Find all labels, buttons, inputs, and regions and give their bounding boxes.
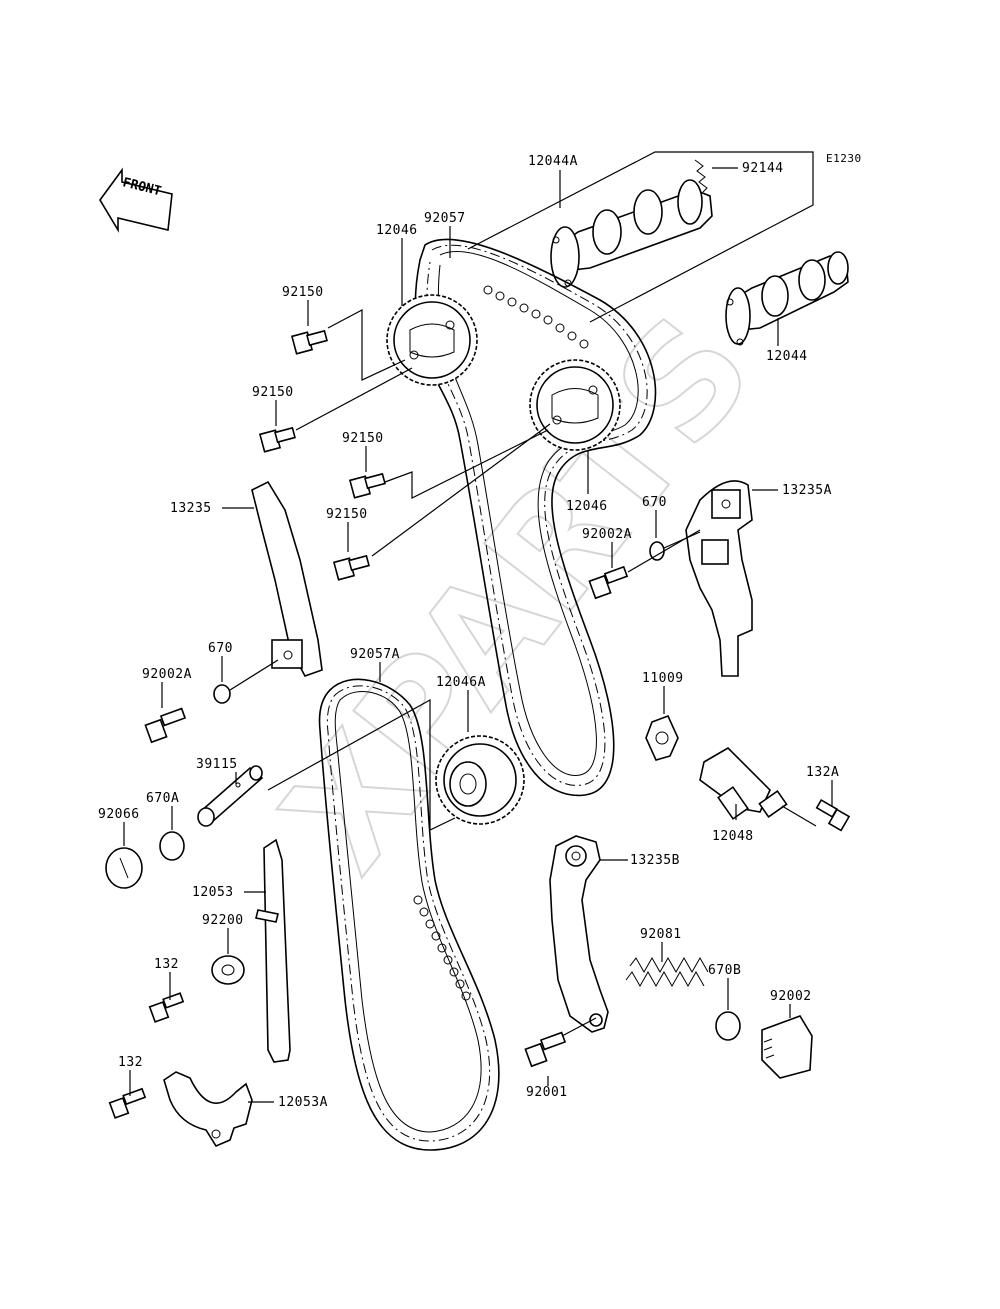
o-ring-670a — [159, 831, 185, 861]
washer-92200 — [211, 955, 245, 985]
label-92150-b: 92150 — [252, 385, 294, 400]
bolt-92150-b — [258, 426, 296, 453]
label-13235a: 13235A — [782, 483, 832, 498]
spring-92081 — [625, 956, 709, 988]
chain-guide-13235 — [251, 480, 323, 677]
label-92150-c: 92150 — [342, 431, 384, 446]
cam-chain-tensioner-12048 — [699, 746, 788, 820]
chain-guide-12053 — [255, 838, 291, 1063]
idler-shaft-39115 — [197, 765, 264, 827]
label-12044a: 12044A — [528, 154, 578, 169]
label-12044: 12044 — [766, 349, 808, 364]
label-92150-a: 92150 — [282, 285, 324, 300]
label-92144: 92144 — [742, 161, 784, 176]
label-12053: 12053 — [192, 885, 234, 900]
leader-132a — [781, 805, 817, 827]
leader-92001-arm — [561, 1017, 597, 1037]
label-12046a: 12046A — [436, 675, 486, 690]
label-132a: 132A — [806, 765, 839, 780]
leader-92150-b — [295, 367, 413, 431]
label-92066: 92066 — [98, 807, 140, 822]
bolt-92001 — [524, 1031, 567, 1068]
cam-chain-lower — [318, 678, 500, 1151]
spring-92144 — [694, 159, 708, 193]
chain-guide-12053a — [163, 1071, 253, 1148]
label-leaders — [123, 167, 833, 1103]
label-11009: 11009 — [642, 671, 684, 686]
chain-tensioner-guide-13235a — [685, 480, 753, 677]
label-92002: 92002 — [770, 989, 812, 1004]
leader-shaft-to-sprocket — [267, 698, 456, 831]
bolt-132-b — [108, 1087, 147, 1119]
label-670-right: 670 — [642, 495, 667, 510]
o-ring-670b — [715, 1011, 741, 1041]
label-92002a-right: 92002A — [582, 527, 632, 542]
label-670a: 670A — [146, 791, 179, 806]
leader-92150-d — [371, 423, 551, 557]
bolt-132-a — [148, 992, 185, 1023]
leader-92150-c — [384, 429, 549, 499]
cam-sprocket-upper — [386, 294, 478, 386]
label-92150-d: 92150 — [326, 507, 368, 522]
label-670-left: 670 — [208, 641, 233, 656]
cam-sprocket-lower — [529, 359, 621, 451]
o-ring-670-left — [213, 684, 231, 704]
label-92057: 92057 — [424, 211, 466, 226]
bolt-132a — [815, 798, 851, 832]
idler-sprocket-12046a — [435, 735, 525, 825]
leader-670-right — [663, 531, 701, 549]
gasket-11009 — [645, 714, 679, 761]
label-12046-mid: 12046 — [566, 499, 608, 514]
label-92001: 92001 — [526, 1085, 568, 1100]
label-92081: 92081 — [640, 927, 682, 942]
label-92057a: 92057A — [350, 647, 400, 662]
bolt-92002a-right — [588, 565, 629, 600]
label-13235: 13235 — [170, 501, 212, 516]
label-92002a-left: 92002A — [142, 667, 192, 682]
label-132-a: 132 — [154, 957, 179, 972]
label-13235b: 13235B — [630, 853, 680, 868]
plug-92066 — [105, 847, 143, 889]
cam-chain-upper — [414, 238, 657, 797]
leader-670-left — [229, 659, 279, 691]
camshaft-group-bracket — [467, 151, 814, 323]
front-arrow-icon: FRONT — [99, 167, 173, 233]
plug-bolt-92002 — [761, 1015, 813, 1079]
camshaft-exhaust — [550, 179, 713, 288]
bolt-92150-d — [332, 554, 370, 581]
leader-92150-a — [327, 309, 406, 381]
diagram-id: E1230 — [826, 152, 862, 165]
tensioner-arm-13235b — [549, 835, 609, 1033]
label-39115: 39115 — [196, 757, 238, 772]
label-12053a: 12053A — [278, 1095, 328, 1110]
camshaft-intake — [725, 251, 849, 346]
chain-links-lower — [413, 895, 471, 1001]
bolt-92150-c — [348, 472, 386, 499]
bolt-92150-a — [290, 329, 328, 355]
label-12046-top: 12046 — [376, 223, 418, 238]
label-670b: 670B — [708, 963, 741, 978]
label-12048: 12048 — [712, 829, 754, 844]
chain-links-upper — [483, 285, 589, 349]
bolt-92002a-left — [144, 707, 187, 744]
label-92200: 92200 — [202, 913, 244, 928]
label-132-b: 132 — [118, 1055, 143, 1070]
